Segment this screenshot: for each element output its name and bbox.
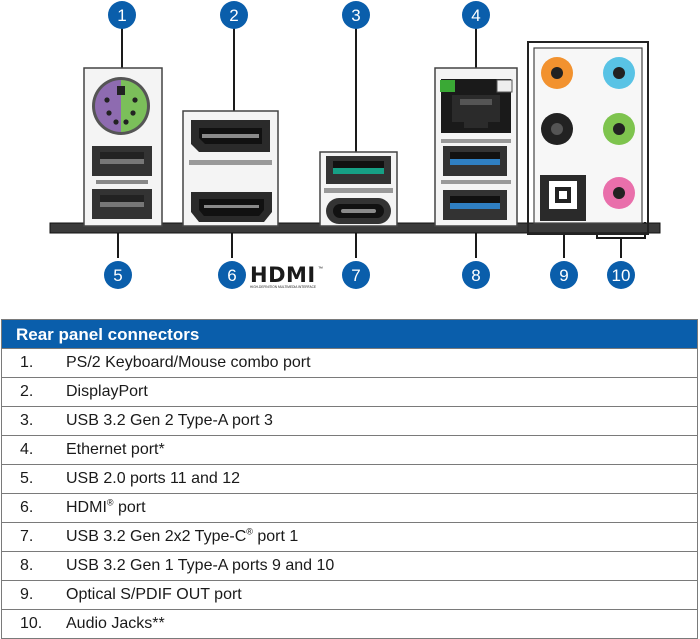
- callout-2: 2: [220, 1, 248, 29]
- row-number: 10.: [20, 615, 43, 632]
- callout-10: 10: [607, 261, 635, 289]
- row-number: 1.: [20, 354, 34, 371]
- row-description: USB 3.2 Gen 2x2 Type-C® port 1: [66, 526, 299, 545]
- callout-circles: 1 2 3 4 5 6 7 8 9 10: [104, 1, 635, 289]
- row-description: DisplayPort: [66, 383, 148, 400]
- callout-3: 3: [342, 1, 370, 29]
- table-title: Rear panel connectors: [2, 320, 697, 348]
- row-description: USB 3.2 Gen 1 Type-A ports 9 and 10: [66, 557, 335, 574]
- svg-text:6: 6: [227, 266, 236, 285]
- row-number: 6.: [20, 499, 34, 516]
- audio-jack-orange: [541, 57, 573, 89]
- svg-text:9: 9: [559, 266, 568, 285]
- hdmi-logo: HDMI ™ HIGH-DEFINITION MULTIMEDIA INTERF…: [250, 263, 323, 289]
- table-row: 7. USB 3.2 Gen 2x2 Type-C® port 1: [2, 522, 697, 551]
- svg-text:10: 10: [612, 266, 631, 285]
- svg-text:3: 3: [351, 6, 360, 25]
- row-number: 4.: [20, 441, 34, 458]
- row-number: 3.: [20, 412, 34, 429]
- audio-jack-green: [603, 113, 635, 145]
- row-description: PS/2 Keyboard/Mouse combo port: [66, 354, 311, 371]
- callout-6: 6: [218, 261, 246, 289]
- row-number: 8.: [20, 557, 34, 574]
- registered-mark: ®: [106, 497, 114, 508]
- audio-jack-black: [541, 113, 573, 145]
- table-row: 6. HDMI® port: [2, 493, 697, 522]
- registered-mark: ®: [246, 526, 253, 537]
- ethernet-led-green: [440, 80, 455, 92]
- svg-text:8: 8: [471, 266, 480, 285]
- callout-9: 9: [550, 261, 578, 289]
- row-description: USB 2.0 ports 11 and 12: [66, 470, 241, 487]
- ps2-usb2-stack: [83, 67, 163, 227]
- rear-panel-connectors-table: Rear panel connectors 1. PS/2 Keyboard/Mo…: [1, 319, 698, 639]
- svg-text:1: 1: [117, 6, 126, 25]
- callout-8: 8: [462, 261, 490, 289]
- table-row: 9. Optical S/PDIF OUT port: [2, 580, 697, 609]
- row-description: Optical S/PDIF OUT port: [66, 586, 242, 603]
- table-row: 3. USB 3.2 Gen 2 Type-A port 3: [2, 406, 697, 435]
- rear-panel-diagram: 1 2 3 4 5 6 7 8 9 10 HDMI ™ HIGH-DEFINIT…: [49, 1, 661, 289]
- svg-text:™: ™: [318, 266, 323, 272]
- table-row: 8. USB 3.2 Gen 1 Type-A ports 9 and 10: [2, 551, 697, 580]
- table-body: 1. PS/2 Keyboard/Mouse combo port 2. Displa…: [2, 348, 697, 638]
- callout-5: 5: [104, 261, 132, 289]
- callout-4: 4: [462, 1, 490, 29]
- row-description: HDMI® port: [66, 497, 146, 516]
- row-description: Ethernet port*: [66, 441, 165, 458]
- table-row: 2. DisplayPort: [2, 377, 697, 406]
- svg-text:4: 4: [471, 6, 480, 25]
- table-row: 4. Ethernet port*: [2, 435, 697, 464]
- callout-1: 1: [108, 1, 136, 29]
- svg-text:HIGH-DEFINITION MULTIMEDIA INT: HIGH-DEFINITION MULTIMEDIA INTERFACE: [250, 285, 316, 289]
- svg-text:5: 5: [113, 266, 122, 285]
- svg-text:HDMI: HDMI: [250, 263, 316, 287]
- usb32-typec-stack: [319, 151, 398, 227]
- ethernet-led-white: [496, 79, 513, 93]
- optical-spdif-port: [540, 175, 586, 221]
- audio-stack: [527, 41, 649, 235]
- audio-jack-pink: [603, 177, 635, 209]
- row-number: 5.: [20, 470, 34, 487]
- table-row: 1. PS/2 Keyboard/Mouse combo port: [2, 348, 697, 377]
- svg-text:7: 7: [351, 266, 360, 285]
- callout-7: 7: [342, 261, 370, 289]
- row-number: 2.: [20, 383, 34, 400]
- ethernet-usb-stack: [434, 67, 518, 227]
- svg-text:2: 2: [229, 6, 238, 25]
- audio-jack-lightblue: [603, 57, 635, 89]
- table-row: 5. USB 2.0 ports 11 and 12: [2, 464, 697, 493]
- row-number: 7.: [20, 528, 34, 545]
- ps2-purple-half: [95, 80, 121, 132]
- row-description: USB 3.2 Gen 2 Type-A port 3: [66, 412, 273, 429]
- ps2-green-half: [121, 80, 147, 132]
- row-description: Audio Jacks**: [66, 615, 165, 632]
- row-number: 9.: [20, 586, 34, 603]
- table-row: 10. Audio Jacks**: [2, 609, 697, 638]
- dp-hdmi-stack: [182, 110, 279, 227]
